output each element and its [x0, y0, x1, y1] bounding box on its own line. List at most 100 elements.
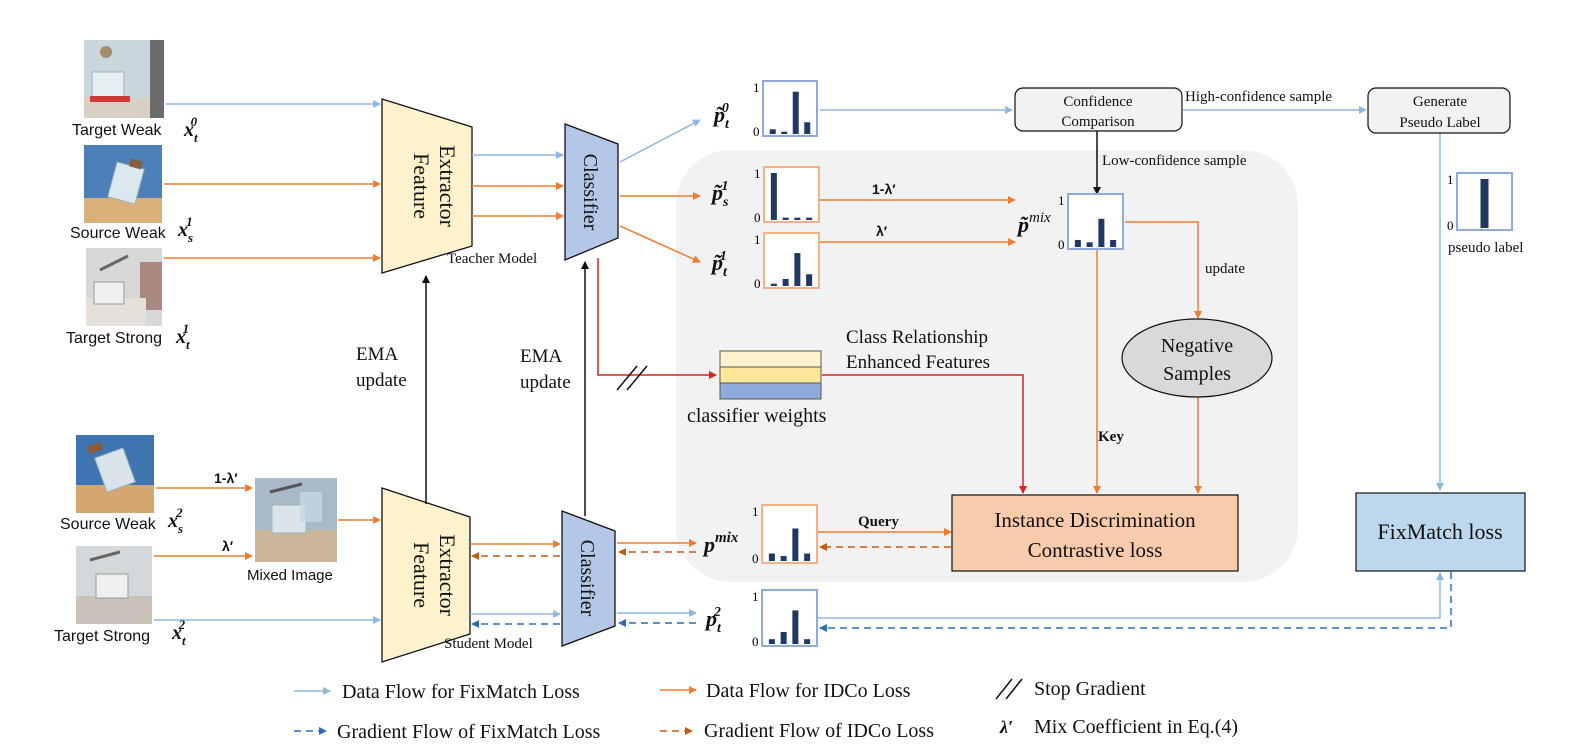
legend-grad-idco: Gradient Flow of IDCo Loss	[704, 720, 934, 742]
chart-bar	[781, 131, 788, 134]
var-xt1: xt1	[175, 321, 190, 352]
chart-frame	[1067, 193, 1124, 250]
thumb-target-weak	[84, 40, 164, 118]
chart-axis-bottom: 0	[754, 276, 761, 291]
legend-glyphs	[294, 678, 1023, 735]
chart-axis-top: 1	[752, 504, 759, 519]
chart-p-s1: 10	[754, 166, 820, 225]
var-xs2: xs2	[167, 505, 183, 536]
generate-pseudo-label-box	[1367, 87, 1511, 134]
chart-p-mix: 10	[752, 504, 818, 566]
chart-p-t1: 10	[754, 232, 820, 291]
thumb-target-strong-top	[86, 248, 162, 326]
label-mixed-image: Mixed Image	[247, 567, 333, 584]
chart-axis-bottom: 0	[753, 124, 760, 139]
chart-bar	[768, 639, 775, 644]
chart-bar	[794, 217, 801, 220]
teacher-classifier	[564, 123, 619, 261]
chart-bar	[806, 217, 813, 220]
student-fe-label: FeatureExtractor	[409, 534, 460, 617]
chart-frame	[761, 589, 818, 647]
classifier-weights-stack	[719, 350, 822, 400]
label-update: update	[1205, 261, 1245, 277]
chart-axis-bottom: 0	[752, 634, 759, 649]
student-feature-extractor	[381, 487, 471, 663]
chart-axis-top: 1	[754, 232, 761, 247]
student-classifier	[561, 510, 616, 647]
label-ps1-weight: 1-λ′	[872, 181, 896, 197]
chart-axis-top: 1	[1447, 172, 1454, 187]
edge-cls-pt1	[619, 225, 701, 263]
chart-frame	[763, 232, 820, 289]
label-query: Query	[858, 514, 899, 530]
label-target-weak: Target Weak	[72, 122, 163, 139]
label-target-strong-top: Target Strong	[66, 330, 162, 347]
label-mix-lambda: λ′	[222, 538, 234, 554]
chart-bar	[804, 639, 811, 644]
chart-bar	[780, 556, 787, 561]
chart-bar	[770, 283, 777, 286]
chart-axis-top: 1	[1058, 193, 1065, 208]
label-source-weak-bottom: Source Weak	[60, 516, 157, 533]
legend-stop-mark-b	[1005, 678, 1023, 700]
chart-bar	[794, 253, 801, 286]
legend-mix-symbol: λ′	[999, 717, 1013, 737]
pseudo-label-text: pseudo label	[1448, 240, 1523, 256]
legend-mix-coeff: Mix Coefficient in Eq.(4)	[1034, 716, 1238, 738]
chart-bar	[782, 217, 789, 220]
teacher-classifier-label: Classifier	[579, 154, 601, 231]
label-mix-one-minus-lambda: 1-λ′	[214, 470, 238, 486]
chart-bar	[770, 173, 777, 220]
edge-weights-loss	[822, 374, 1027, 494]
chart-bar	[1074, 239, 1081, 247]
teacher-feature-extractor	[381, 98, 473, 274]
chart-frame	[761, 504, 818, 564]
chart-bar	[806, 274, 813, 286]
chart-bar	[782, 278, 789, 286]
thumb-mixed-image	[255, 478, 337, 562]
legend-stop-mark-a	[995, 678, 1013, 700]
edge-cls-weights	[597, 258, 717, 379]
negative-samples-ellipse	[1121, 318, 1273, 398]
chart-bar	[792, 91, 799, 134]
chart-bar	[1110, 239, 1117, 247]
chart-bar	[768, 553, 775, 561]
chart-bar	[792, 610, 799, 644]
chart-axis-bottom: 0	[1058, 237, 1065, 252]
teacher-model-label: Teacher Model	[447, 251, 537, 267]
chart-bar	[792, 528, 799, 561]
thumb-target-strong-bottom	[76, 546, 152, 624]
student-classifier-label: Classifier	[576, 540, 598, 617]
legend-grad-fixmatch: Gradient Flow of FixMatch Loss	[337, 721, 601, 743]
chart-bar	[769, 129, 776, 134]
var-xs1: xs1	[177, 214, 193, 245]
chart-pseudo: 10	[1447, 172, 1513, 233]
chart-p-t0: 10	[753, 80, 818, 139]
teacher-fe-label: FeatureExtractor	[409, 145, 460, 228]
label-pt1-weight: λ′	[876, 223, 888, 239]
var-xt2: xt2	[171, 617, 186, 648]
chart-bar	[1098, 218, 1105, 247]
idco-panel	[676, 150, 1298, 582]
legend-stop-gradient: Stop Gradient	[1034, 678, 1146, 700]
symbol-p-s1: p̃s1	[710, 179, 729, 210]
thumb-source-weak-bottom	[76, 435, 154, 513]
student-model-label: Student Model	[444, 636, 533, 652]
chart-p-mix-tilde: 10	[1058, 193, 1124, 252]
label-low-conf: Low-confidence sample	[1102, 153, 1247, 169]
fixmatch-loss-label: FixMatch loss	[1377, 519, 1502, 544]
thumb-source-weak-top	[84, 145, 162, 223]
chart-axis-bottom: 0	[1447, 218, 1454, 233]
chart-axis-top: 1	[753, 80, 760, 95]
stop-gradient-mark	[616, 365, 648, 391]
chart-axis-bottom: 0	[754, 210, 761, 225]
edge-pt2-fixmatch	[818, 572, 1444, 619]
